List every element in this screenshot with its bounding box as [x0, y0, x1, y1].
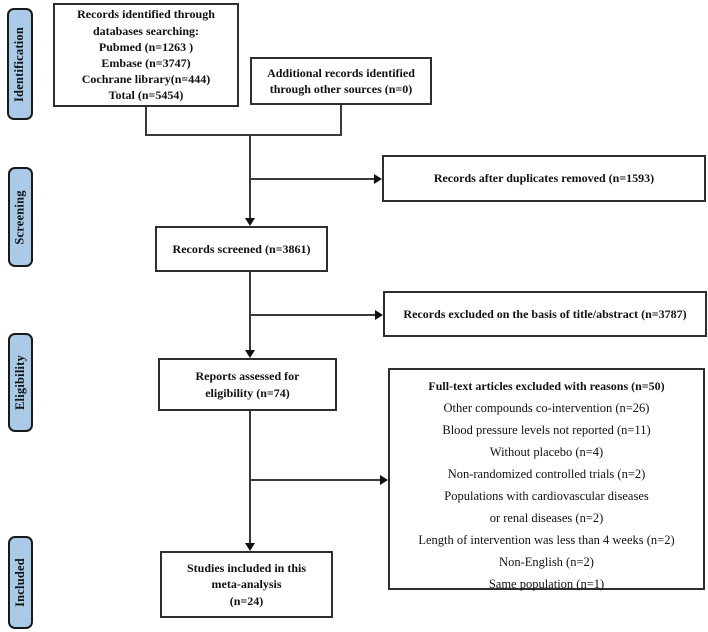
- box-line: Records excluded on the basis of title/a…: [403, 306, 687, 321]
- box-line: eligibility (n=74): [205, 385, 290, 400]
- box-line: Records after duplicates removed (n=1593…: [433, 171, 655, 186]
- box-line: Reports assessed for: [195, 369, 300, 384]
- connector-identified-down: [145, 107, 147, 135]
- fulltext-reason: Length of intervention was less than 4 w…: [418, 533, 675, 547]
- connector-to-assessed: [249, 272, 251, 352]
- connector-to-excluded-title: [250, 314, 376, 316]
- box-studies-included: Studies included in this meta-analysis (…: [160, 551, 333, 618]
- box-additional-records: Additional records identified through ot…: [250, 57, 432, 105]
- stage-eligibility: Eligibility: [8, 333, 33, 432]
- stage-screening: Screening: [8, 167, 33, 267]
- box-records-identified: Records identified through databases sea…: [53, 3, 239, 107]
- fulltext-reason: Same population (n=1): [488, 577, 605, 591]
- fulltext-reason: Non-English (n=2): [499, 555, 594, 569]
- connector-to-included: [249, 411, 251, 544]
- arrowhead-down-included: [245, 543, 255, 551]
- fulltext-reason: Non-randomized controlled trials (n=2): [447, 467, 646, 481]
- arrowhead-down-screened: [245, 218, 255, 226]
- connector-to-duplicates: [250, 178, 375, 180]
- fulltext-reason: Blood pressure levels not reported (n=11…: [442, 423, 651, 437]
- stage-included: Included: [8, 536, 33, 629]
- box-line: databases searching:: [92, 23, 200, 38]
- stage-identification: Identification: [7, 8, 33, 120]
- box-line: Studies included in this: [186, 561, 307, 576]
- fulltext-reason: Without placebo (n=4): [489, 445, 604, 459]
- fulltext-reason: Other compounds co-intervention (n=26): [443, 401, 650, 415]
- stage-included-label: Included: [13, 558, 27, 607]
- arrowhead-down-assessed: [245, 350, 255, 358]
- box-line: Additional records identified: [267, 65, 415, 80]
- box-line: Records screened (n=3861): [172, 241, 311, 256]
- box-excluded-title-abstract: Records excluded on the basis of title/a…: [383, 291, 707, 337]
- connector-to-screened: [249, 134, 251, 220]
- box-line: through other sources (n=0): [269, 82, 413, 96]
- box-fulltext-excluded: Full-text articles excluded with reasons…: [388, 368, 705, 591]
- box-line: Embase (n=3747): [101, 56, 191, 70]
- fulltext-excluded-title: Full-text articles excluded with reasons…: [428, 379, 665, 393]
- arrowhead-right-fulltext: [380, 475, 388, 485]
- box-reports-assessed: Reports assessed for eligibility (n=74): [158, 358, 337, 411]
- box-line: Pubmed (n=1263 ): [98, 39, 194, 54]
- stage-screening-label: Screening: [13, 189, 28, 245]
- fulltext-reason: or renal diseases (n=2): [489, 511, 604, 525]
- box-line: Total (n=5454): [108, 88, 184, 103]
- connector-to-fulltext: [250, 479, 381, 481]
- stage-eligibility-label: Eligibility: [13, 355, 27, 410]
- box-line: Records identified through: [77, 7, 215, 22]
- arrowhead-right-duplicates: [374, 174, 382, 184]
- stage-identification-label: Identification: [12, 26, 27, 102]
- box-line: meta-analysis: [211, 577, 282, 592]
- box-records-screened: Records screened (n=3861): [155, 226, 328, 272]
- connector-additional-down: [340, 105, 342, 135]
- connector-merge-horizontal: [145, 134, 342, 136]
- box-duplicates-removed: Records after duplicates removed (n=1593…: [382, 155, 706, 202]
- box-line: (n=24): [229, 593, 264, 608]
- fulltext-reason: Populations with cardiovascular diseases: [444, 489, 649, 503]
- arrowhead-right-excluded-title: [375, 310, 383, 320]
- box-line: Cochrane library(n=444): [81, 72, 211, 87]
